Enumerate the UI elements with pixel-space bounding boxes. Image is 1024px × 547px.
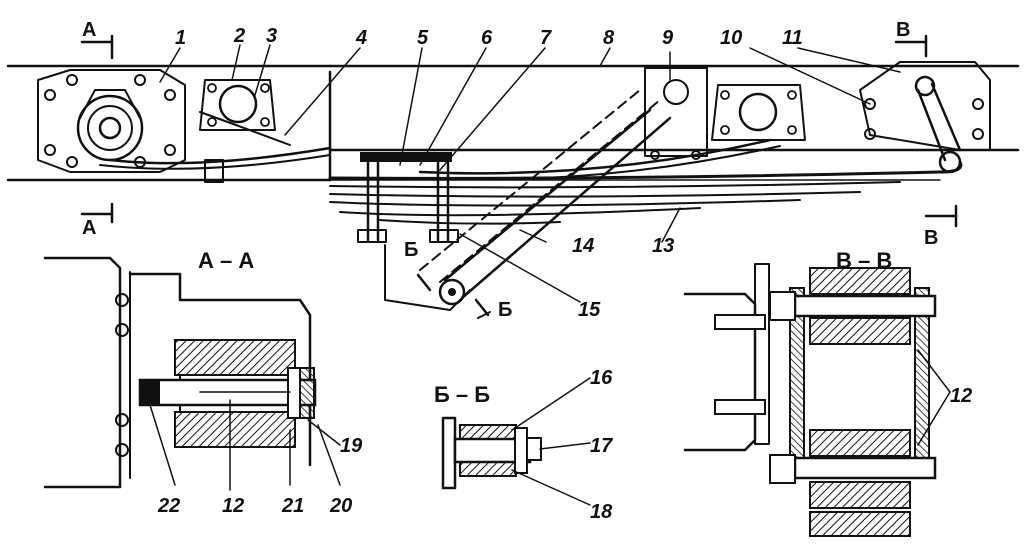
callout-13: 13: [652, 235, 674, 257]
callout-22: 22: [157, 495, 180, 517]
section-aa: [43, 256, 317, 489]
section-title-aa: А – А: [198, 248, 254, 273]
callout-8: 8: [603, 27, 615, 49]
cut-label-v-top: В: [896, 19, 910, 41]
callout-1: 1: [175, 27, 186, 49]
leader-lines: [149, 44, 951, 506]
callout-4: 4: [355, 27, 367, 49]
callout-15: 15: [578, 299, 601, 321]
callout-19: 19: [340, 435, 363, 457]
section-title-vv: В – В: [836, 248, 892, 273]
callout-14: 14: [572, 235, 594, 257]
callout-7: 7: [540, 27, 552, 49]
cut-label-a-bottom: А: [82, 217, 96, 239]
callout-17: 17: [590, 435, 613, 457]
labels: А А В В Б Б А – А В – В Б – Б 1 2 3 4 5 …: [82, 19, 972, 523]
cut-markers: [80, 34, 958, 228]
callout-9: 9: [662, 27, 674, 49]
callout-5: 5: [417, 27, 429, 49]
callout-3: 3: [266, 25, 277, 47]
cut-label-b-right: Б: [498, 299, 512, 321]
left-frame: [6, 64, 332, 183]
callout-18: 18: [590, 501, 613, 523]
cut-label-v-bottom: В: [924, 227, 938, 249]
callout-16: 16: [590, 367, 613, 389]
callout-10: 10: [720, 27, 742, 49]
cut-label-b-left: Б: [404, 239, 418, 261]
callout-20: 20: [329, 495, 352, 517]
main-frame: [328, 61, 1020, 319]
callout-21: 21: [281, 495, 304, 517]
callout-6: 6: [481, 27, 493, 49]
callout-12-aa: 12: [222, 495, 244, 517]
callout-11: 11: [782, 27, 803, 49]
callout-12-vv: 12: [950, 385, 972, 407]
cut-label-a-top: А: [82, 19, 96, 41]
bolt-heads-left: [44, 74, 176, 168]
section-bb: [441, 416, 542, 490]
callout-2: 2: [233, 25, 245, 47]
section-vv: [683, 263, 937, 537]
section-title-bb: Б – Б: [434, 382, 490, 407]
